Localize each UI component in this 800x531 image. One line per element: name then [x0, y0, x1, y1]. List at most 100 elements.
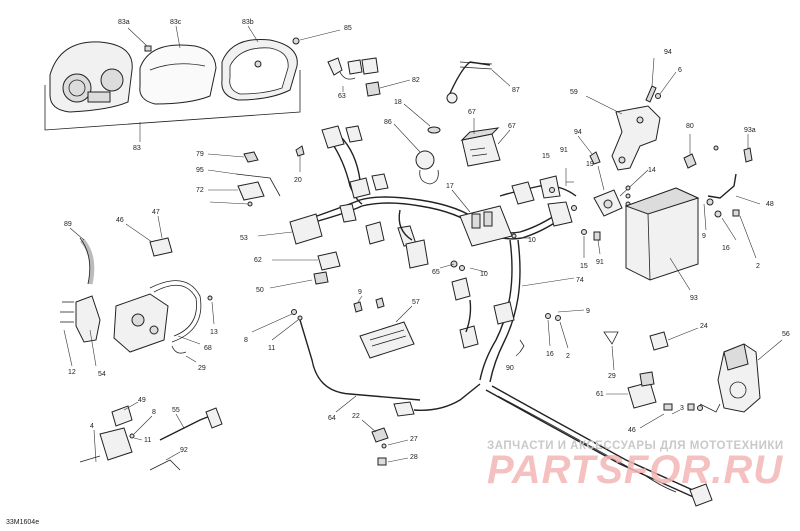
callout-92: 92 [180, 447, 188, 454]
part-46 [149, 237, 173, 257]
callout-17: 17 [446, 183, 454, 190]
bottom-center-parts [361, 419, 409, 466]
left-handle-area [60, 215, 215, 367]
callout-61: 61 [596, 391, 604, 398]
callout-85: 85 [344, 25, 352, 32]
callout-22: 22 [352, 413, 360, 420]
bracket-59 [611, 105, 661, 171]
callout-90: 90 [506, 365, 514, 372]
callout-29-right: 29 [608, 373, 616, 380]
callout-2-right: 2 [756, 263, 760, 270]
callout-54: 54 [98, 371, 106, 378]
callout-2-mid: 2 [566, 353, 570, 360]
callout-83: 83 [133, 145, 141, 152]
part-24 [649, 331, 669, 351]
part-50 [313, 271, 329, 285]
callout-12: 12 [68, 369, 76, 376]
callout-55: 55 [172, 407, 180, 414]
callout-59: 59 [570, 89, 578, 96]
lower-harness [485, 309, 713, 507]
callout-24: 24 [700, 323, 708, 330]
callout-6: 6 [678, 67, 682, 74]
callout-74: 74 [576, 277, 584, 284]
callout-28: 28 [410, 454, 418, 461]
part-79 [243, 151, 259, 163]
bracket-54 [75, 295, 101, 343]
callout-89: 89 [64, 221, 72, 228]
callout-10-right: 10 [528, 237, 536, 244]
battery-93 [624, 173, 761, 291]
callout-47: 47 [152, 209, 160, 216]
callout-91-top: 91 [560, 147, 568, 154]
callout-labels: 83a 83c 83b 85 83 82 87 63 18 86 67 67 9… [64, 19, 790, 461]
callout-56: 56 [782, 331, 790, 338]
callout-9-left: 9 [358, 289, 362, 296]
callout-57: 57 [412, 299, 420, 306]
callout-15-top: 15 [542, 153, 550, 160]
callout-91-mid: 91 [596, 259, 604, 266]
callout-62: 62 [254, 257, 262, 264]
callout-53: 53 [240, 235, 248, 242]
callout-93a: 93a [744, 127, 756, 134]
callout-93: 93 [690, 295, 698, 302]
callout-4: 4 [90, 423, 94, 430]
callout-63: 63 [338, 93, 346, 100]
callout-64: 64 [328, 415, 336, 422]
part-4 [99, 427, 133, 461]
right-lower-parts [603, 327, 783, 429]
callout-82: 82 [412, 77, 420, 84]
connector-53 [289, 213, 323, 245]
buzzer-86 [415, 150, 435, 170]
callout-19: 19 [586, 161, 594, 168]
callout-29-left: 29 [198, 365, 206, 372]
main-harness [257, 125, 601, 383]
callout-50: 50 [256, 287, 264, 294]
callout-27: 27 [410, 436, 418, 443]
callout-83b: 83b [242, 19, 254, 26]
callout-10-left: 10 [480, 271, 488, 278]
callout-86: 86 [384, 119, 392, 126]
callout-67-side: 67 [508, 123, 516, 130]
callout-79: 79 [196, 151, 204, 158]
callout-48: 48 [766, 201, 774, 208]
watermark-tagline: ЗАПЧАСТИ И АКСЕССУАРЫ ДЛЯ МОТОТЕХНИКИ [487, 440, 784, 452]
cluster-lens [139, 44, 217, 105]
watermark-logo: PARTSFOR.RU [487, 448, 784, 492]
grommet-18 [427, 126, 441, 134]
part-62 [317, 251, 341, 271]
instrument-cluster-group [44, 25, 341, 142]
part-72 [237, 181, 265, 201]
callout-83c: 83c [170, 19, 182, 26]
callout-13: 13 [210, 329, 218, 336]
callout-8-mid: 8 [244, 337, 248, 344]
plug-82 [365, 81, 381, 97]
callout-18: 18 [394, 99, 402, 106]
callout-16-mid: 16 [546, 351, 554, 358]
callout-16-right: 16 [722, 245, 730, 252]
callout-49: 49 [138, 397, 146, 404]
mid-left-parts [251, 251, 481, 417]
module-57 [359, 321, 415, 359]
callout-20: 20 [294, 177, 302, 184]
bracket-area [577, 57, 753, 217]
callout-46-left: 46 [116, 217, 124, 224]
callout-83a: 83a [118, 19, 130, 26]
callout-68: 68 [204, 345, 212, 352]
callout-14: 14 [648, 167, 656, 174]
callout-94-top: 94 [664, 49, 672, 56]
part-80 [683, 153, 697, 169]
callout-8-bottom: 8 [152, 409, 156, 416]
callout-87: 87 [512, 87, 520, 94]
left-small-parts [207, 145, 305, 207]
callout-72: 72 [196, 187, 204, 194]
callout-3: 3 [680, 405, 684, 412]
callout-95: 95 [196, 167, 204, 174]
callout-11-bottom: 11 [144, 437, 151, 444]
callout-9-mid: 9 [586, 308, 590, 315]
callout-94-mid: 94 [574, 129, 582, 136]
part-22 [371, 427, 389, 443]
diagram-code: 33M1604e [6, 519, 40, 526]
callout-65: 65 [432, 269, 440, 276]
